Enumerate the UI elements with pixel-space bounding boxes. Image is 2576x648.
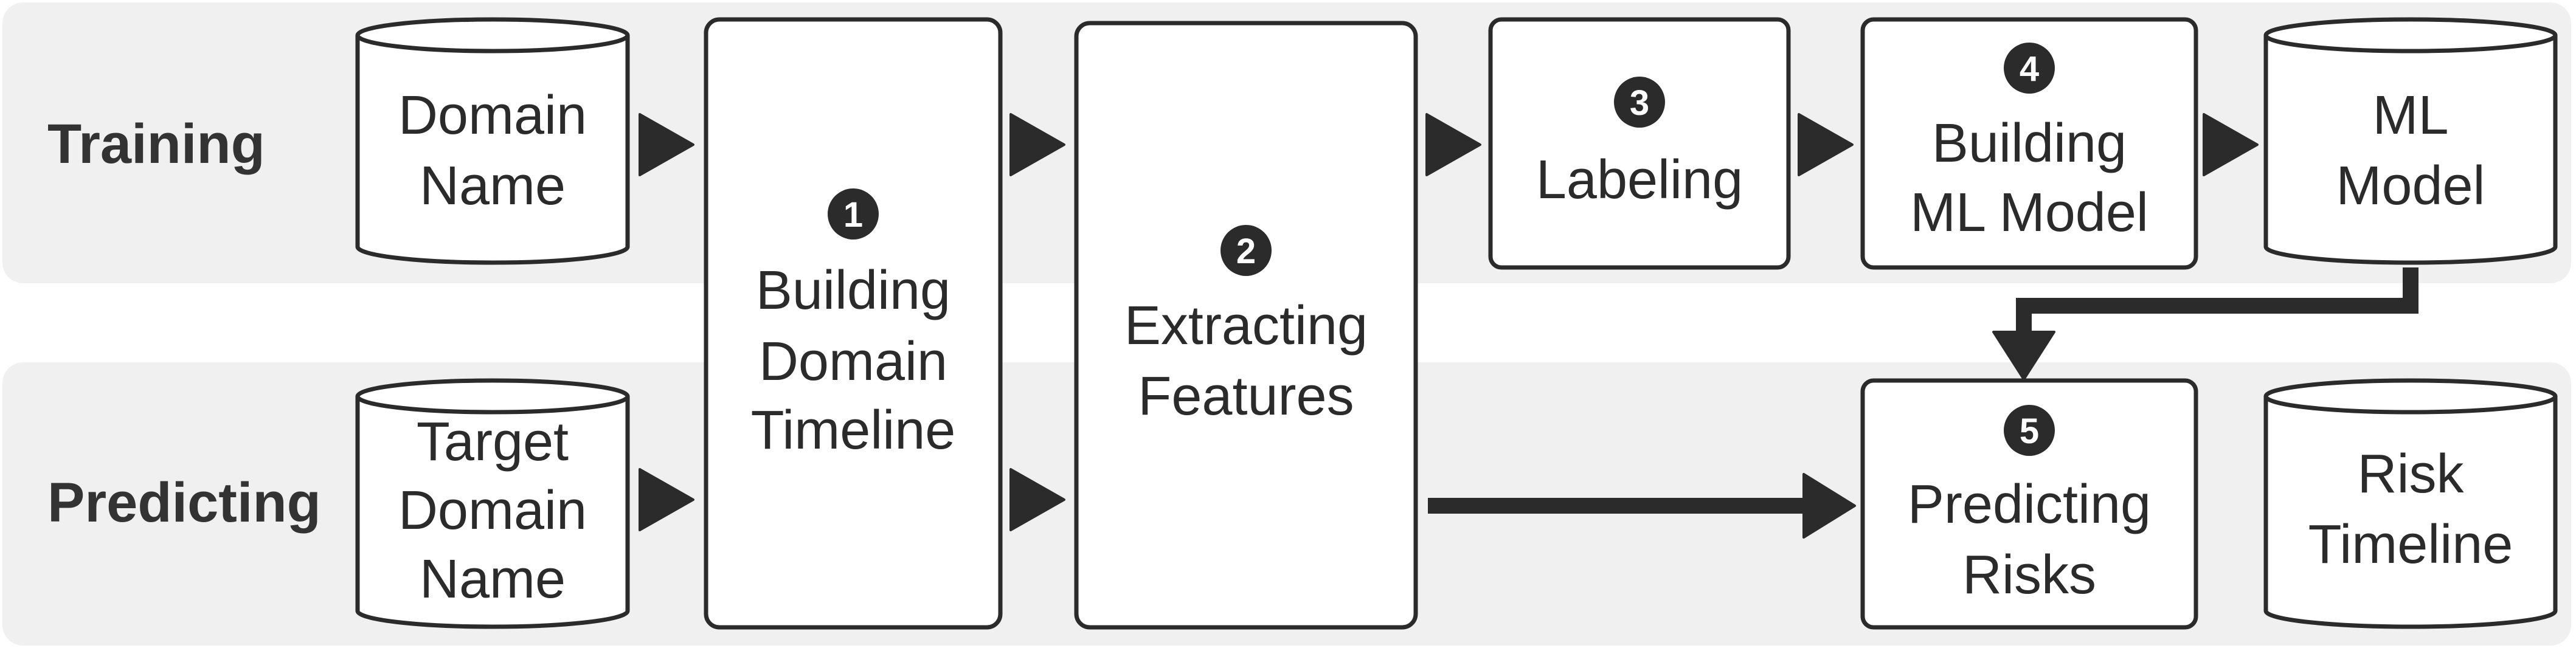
target-domain-name-datastore: Target Domain Name	[355, 378, 630, 629]
building-domain-timeline-line-1: Building	[756, 260, 950, 321]
step-3-number: 3	[1630, 83, 1649, 123]
labeling-label: Labeling	[1536, 150, 1743, 210]
step-5-number: 5	[2020, 412, 2039, 451]
building-ml-model-line-1: Building	[1932, 113, 2127, 174]
arrow-features-to-predicting-risks	[1428, 473, 1856, 539]
building-domain-timeline-step: 1 Building Domain Timeline	[704, 17, 1003, 630]
building-domain-timeline-line-2: Domain	[759, 331, 947, 392]
step-2-number: 2	[1236, 232, 1256, 271]
target-domain-name-label-line-1: Target	[417, 412, 569, 472]
step-4-number: 4	[2020, 49, 2039, 89]
extracting-features-line-1: Extracting	[1124, 295, 1368, 356]
risk-timeline-label-line-1: Risk	[2358, 444, 2465, 505]
step-4-badge	[2004, 43, 2055, 94]
predicting-lane-label: Predicting	[47, 472, 321, 534]
arrow-domain-to-timeline	[639, 113, 694, 176]
labeling-step: 3 Labeling	[1488, 17, 1791, 270]
step-1-badge	[828, 188, 879, 240]
predicting-risks-line-2: Risks	[1962, 545, 2096, 605]
step-2-badge	[1220, 225, 1272, 276]
training-lane-label: Training	[47, 113, 265, 175]
step-1-number: 1	[843, 195, 863, 235]
arrow-target-domain-to-timeline	[639, 468, 694, 531]
arrow-building-model-to-ml-model	[2203, 113, 2259, 176]
risk-timeline-datastore: Risk Timeline	[2263, 378, 2558, 629]
domain-name-datastore: Domain Name	[355, 17, 630, 265]
target-domain-name-label-line-3: Name	[420, 549, 566, 610]
arrow-features-to-labeling	[1425, 113, 1481, 176]
predicting-risks-line-1: Predicting	[1908, 474, 2151, 535]
building-ml-model-line-2: ML Model	[1910, 182, 2148, 243]
arrow-ml-model-to-predicting-risks	[1992, 267, 2418, 381]
domain-name-label-line-1: Domain	[398, 85, 587, 146]
ml-model-datastore: ML Model	[2263, 17, 2558, 265]
risk-timeline-label-line-2: Timeline	[2308, 514, 2513, 575]
step-3-badge	[1614, 77, 1665, 128]
arrow-timeline-to-features-predicting	[1009, 468, 1065, 531]
ml-model-label-line-2: Model	[2336, 156, 2485, 216]
building-domain-timeline-line-3: Timeline	[751, 400, 956, 461]
domain-name-label-line-2: Name	[420, 156, 566, 216]
extracting-features-step: 2 Extracting Features	[1074, 21, 1418, 630]
target-domain-name-label-line-2: Domain	[398, 480, 587, 541]
building-ml-model-step: 4 Building ML Model	[1860, 17, 2198, 270]
ml-model-label-line-1: ML	[2372, 85, 2448, 146]
extracting-features-line-2: Features	[1138, 366, 1354, 427]
arrow-timeline-to-features	[1009, 113, 1065, 176]
arrow-labeling-to-building-model	[1798, 113, 1854, 176]
predicting-risks-step: 5 Predicting Risks	[1860, 378, 2198, 630]
step-5-badge	[2004, 405, 2055, 456]
